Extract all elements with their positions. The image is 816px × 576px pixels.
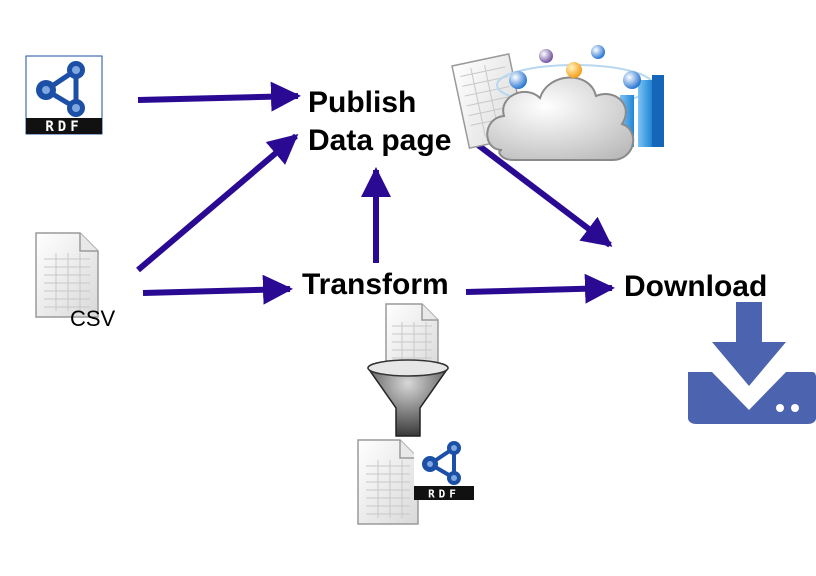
publish-label-line1: Publish <box>308 86 417 119</box>
funnel-icon <box>367 359 449 437</box>
output-doc-icon <box>357 439 419 525</box>
rdf-logo-icon: RDF <box>25 55 103 135</box>
publish-label-line2: Data page <box>308 124 452 157</box>
rdf-small-logo-icon: RDF <box>414 438 474 501</box>
download-icon <box>688 302 816 424</box>
arrow-transform-to-download <box>465 273 615 304</box>
rdf-small-logo-text: RDF <box>428 488 460 501</box>
arrow-csv-to-publish <box>136 133 299 273</box>
csv-label: CSV <box>70 306 116 331</box>
arrow-csv-to-transform <box>142 274 293 305</box>
arrows <box>136 81 615 305</box>
csv-document-icon <box>35 232 99 318</box>
arrow-rdf-to-publish <box>137 81 301 112</box>
download-label: Download <box>624 270 768 303</box>
cloud-data-icon <box>451 45 664 161</box>
rdf-logo-text: RDF <box>45 119 82 135</box>
transform-label: Transform <box>302 268 449 301</box>
arrow-publish-to-download <box>476 142 613 248</box>
